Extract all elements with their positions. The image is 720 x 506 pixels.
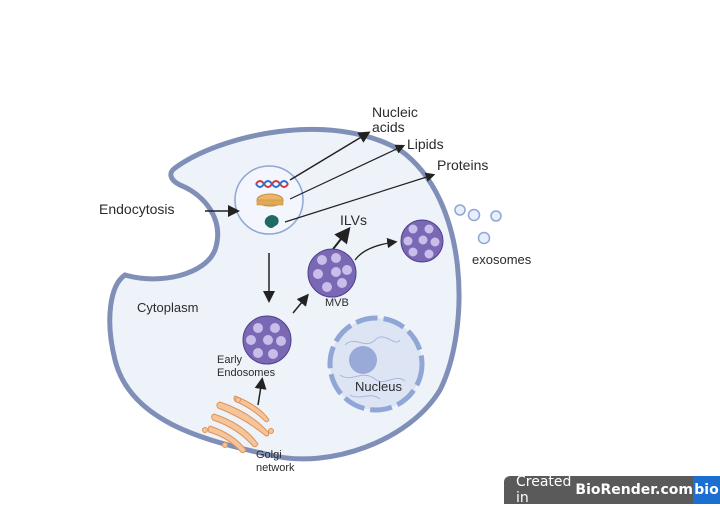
label-mvb: MVB bbox=[325, 297, 349, 309]
watermark-brand: BioRender.com bbox=[575, 482, 693, 498]
label-nucleus: Nucleus bbox=[355, 379, 402, 394]
label-nucleic-acids-2: acids bbox=[372, 119, 405, 135]
label-exosomes: exosomes bbox=[472, 252, 532, 267]
label-early-endosomes-1: Early bbox=[217, 354, 243, 366]
label-nucleic-acids-1: Nucleic bbox=[372, 104, 418, 120]
protein-icon bbox=[264, 215, 279, 228]
label-cytoplasm: Cytoplasm bbox=[137, 300, 198, 315]
label-lipids: Lipids bbox=[407, 136, 444, 152]
mvb bbox=[307, 248, 357, 298]
biorender-watermark[interactable]: Created in BioRender.com bio bbox=[504, 474, 720, 506]
watermark-prefix: Created in bbox=[516, 474, 572, 506]
mvb-release bbox=[400, 219, 444, 263]
label-early-endosomes-2: Endosomes bbox=[217, 367, 276, 379]
endocytic-vesicle bbox=[234, 165, 304, 235]
label-ilvs: ILVs bbox=[340, 212, 367, 228]
exosomes bbox=[454, 204, 502, 245]
label-golgi-2: network bbox=[256, 462, 295, 474]
label-endocytosis: Endocytosis bbox=[99, 201, 174, 217]
golgi-network bbox=[202, 395, 274, 454]
biorender-logo-icon: bio bbox=[692, 476, 720, 504]
early-endosome bbox=[242, 315, 292, 365]
nucleus bbox=[327, 315, 425, 413]
label-proteins: Proteins bbox=[437, 157, 488, 173]
label-golgi-1: Golgi bbox=[256, 449, 282, 461]
